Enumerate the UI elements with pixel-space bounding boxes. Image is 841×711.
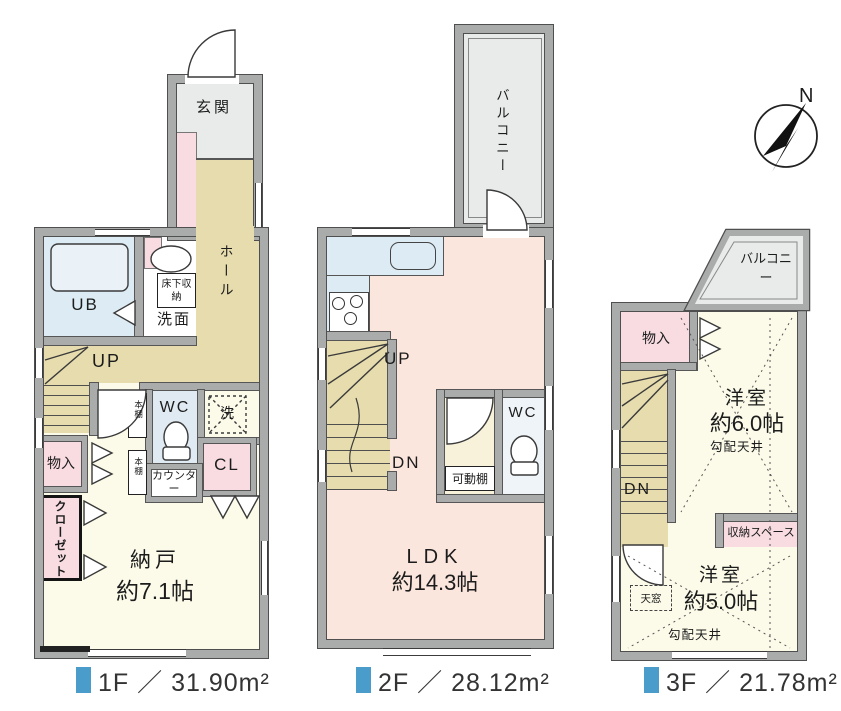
f1-window-left-b	[35, 418, 43, 448]
f1-ub-label: UB	[71, 295, 99, 315]
f1-storeroom-name: 納戸	[130, 548, 180, 572]
f1-hall-upper	[196, 160, 254, 236]
f1-window-left-a	[35, 348, 43, 378]
f1-hall-strip	[196, 236, 260, 383]
f1-label-icon	[76, 667, 91, 693]
f3-window-bottom	[672, 651, 767, 659]
f2-balcony-opening	[483, 225, 529, 238]
f2-movable-shelf-label: 可動棚	[445, 466, 495, 491]
f1-genkan-label: 玄関	[195, 98, 232, 116]
f2-area-label: 2F ／ 28.12m²	[378, 669, 550, 697]
f1-bookshelf-lower-label: 本棚	[133, 457, 144, 476]
f1-underfloor-storage-label: 床下収納	[157, 273, 196, 308]
f2-window-right-b	[545, 386, 553, 430]
f3-storage-space	[723, 520, 798, 547]
f3-label-icon	[644, 667, 659, 693]
f1-genkan-step-line	[196, 158, 254, 160]
f2-main-block	[317, 227, 554, 649]
f1-wc-label: WC	[159, 399, 191, 416]
f3-window-left-a	[612, 430, 620, 468]
f1-window-right	[261, 541, 268, 595]
f3-room5-ceiling: 勾配天井	[667, 628, 722, 643]
f2-window-bottom	[383, 648, 531, 656]
f1-counter-label: カウンター	[152, 469, 196, 495]
f3-area-label: 3F ／ 21.78m²	[666, 669, 838, 697]
f1-laundry-label: 洗	[220, 405, 234, 422]
f3-window-left-b	[612, 556, 620, 602]
f2-wc-label: WC	[508, 403, 538, 421]
f2-wall-wc-bottom	[437, 495, 553, 502]
f1-stairs-steps	[43, 376, 90, 433]
f1-storeroom-size: 約7.1帖	[116, 577, 194, 604]
f2-dn-label: DN	[392, 453, 421, 472]
f3-stairs-steps	[620, 430, 668, 522]
f3-room6-size: 約6.0帖	[709, 411, 785, 437]
f2-window-left-b	[318, 450, 326, 482]
f2-kitchen-sink	[390, 242, 436, 270]
f1-hall-label: ホール	[218, 244, 235, 301]
f3-balcony-label: バルコニー	[740, 251, 792, 285]
f1-cl-label: CL	[214, 455, 240, 475]
compass-icon	[754, 103, 818, 172]
f2-window-right-a	[545, 260, 553, 308]
f2-ldk-name: LDK	[406, 545, 464, 568]
f2-label-icon	[356, 667, 371, 693]
f1-wall-wc-right	[198, 390, 204, 476]
f3-room5-name: 洋室	[698, 565, 743, 587]
f3-storage-room	[620, 311, 690, 363]
f2-window-top	[352, 228, 410, 236]
f1-wall-stair-right	[90, 383, 98, 435]
f1-area-label: 1F ／ 31.90m²	[98, 669, 270, 697]
compass-north-label: N	[799, 85, 814, 107]
f1-window-top	[95, 229, 150, 236]
f1-counter-box	[146, 464, 202, 502]
f1-wall-wc-left	[146, 390, 152, 476]
f3-wall-storagespace-left	[716, 514, 723, 547]
f3-balcony-door	[726, 304, 800, 311]
f2-window-left-a	[318, 348, 326, 380]
f1-hall-opening	[196, 226, 254, 242]
f1-window-bottom	[88, 649, 186, 657]
f1-entrance-opening	[185, 75, 239, 84]
f2-wall-stair-stub	[388, 472, 396, 490]
f3-wall-storagespace-top	[716, 514, 798, 521]
f3-storage-label: 物入	[642, 330, 670, 347]
f2-stove-burner	[350, 295, 363, 308]
f1-entry-closet-strip	[176, 133, 196, 236]
f2-ldk-size: 約14.3帖	[391, 570, 479, 596]
f2-wall-stair-right	[388, 340, 396, 438]
f3-wall-storage-bottom	[620, 363, 696, 370]
f1-storage-label: 物入	[47, 455, 75, 472]
f2-wall-wc-left	[495, 390, 502, 502]
skylight-label: 天窓	[640, 592, 662, 605]
f1-washroom-label: 洗面	[156, 310, 191, 328]
f1-wall-corridor-bottom	[140, 383, 260, 390]
f1-bookshelf-upper-label: 本棚	[133, 400, 144, 419]
f2-balcony-label: バルコニー	[493, 88, 509, 176]
f1-closet-label: クローゼット	[53, 500, 67, 578]
f3-room6-name: 洋室	[724, 388, 769, 410]
f2-stove-burner	[344, 312, 357, 325]
f2-window-right-c	[545, 536, 553, 594]
f1-window-entry-right	[255, 183, 262, 227]
f1-wall-ub-washroom	[135, 236, 143, 345]
f2-wall-alcove-left	[437, 390, 444, 502]
f1-bottom-dark-sill	[40, 646, 90, 652]
f3-wall-stair-right	[668, 370, 675, 522]
f3-storage-space-label: 収納スペース	[727, 526, 795, 539]
f2-wall-under-kitchen	[326, 332, 390, 340]
f2-stove-burner	[332, 297, 345, 310]
f1-bookshelf-lower-box	[128, 450, 147, 495]
f1-storage-box	[35, 436, 87, 492]
f3-dn-label: DN	[624, 481, 652, 498]
f1-entrance-door-arc	[187, 29, 236, 78]
f3-room6-ceiling: 勾配天井	[709, 440, 764, 455]
f1-up-label: UP	[92, 351, 122, 371]
f3-vestibule	[620, 525, 668, 547]
f2-up-label: UP	[384, 349, 412, 368]
f3-room5-size: 約5.0帖	[683, 589, 759, 615]
f1-wall-under-ub	[43, 337, 196, 345]
